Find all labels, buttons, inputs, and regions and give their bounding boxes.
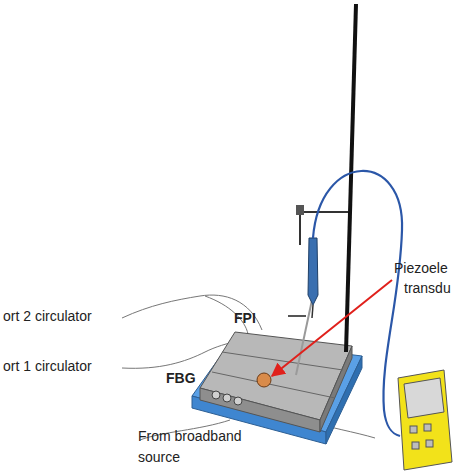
part-label: Piezoele (394, 258, 448, 279)
part-label: FPI (234, 308, 256, 329)
meter (398, 370, 452, 470)
housing (200, 332, 352, 432)
part-label: transdu (404, 278, 451, 299)
part-label: ort 1 circulator (3, 356, 92, 377)
part-label: ort 2 circulator (3, 306, 92, 327)
signal-cable (313, 171, 402, 436)
part-label: FBG (166, 368, 196, 389)
part-label: From broadband source (138, 426, 258, 468)
callout-arrow (272, 280, 392, 376)
stand (288, 4, 356, 375)
